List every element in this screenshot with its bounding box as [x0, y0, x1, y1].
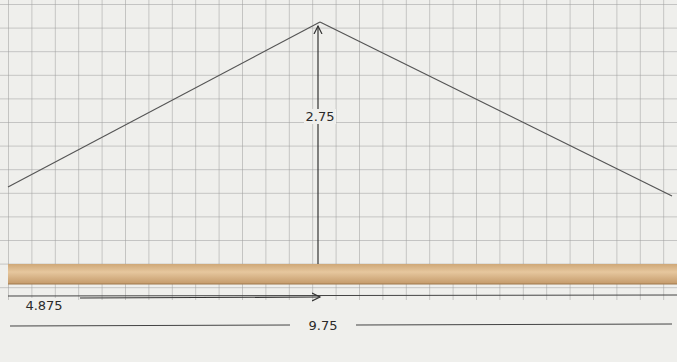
balsa-stick: [8, 264, 677, 284]
height-arrow: [317, 26, 318, 266]
triangle-side: [8, 22, 320, 187]
half-arrow: [80, 297, 320, 298]
width-line: [356, 324, 672, 325]
dimension-label: 9.75: [307, 318, 340, 333]
base-line: [8, 295, 677, 296]
stick-edge: [8, 284, 677, 285]
triangle-side: [320, 22, 672, 196]
width-line: [10, 325, 290, 326]
dimension-label: 2.75: [304, 109, 337, 124]
graph-grid: [0, 0, 677, 300]
dimension-label: 4.875: [23, 298, 64, 313]
